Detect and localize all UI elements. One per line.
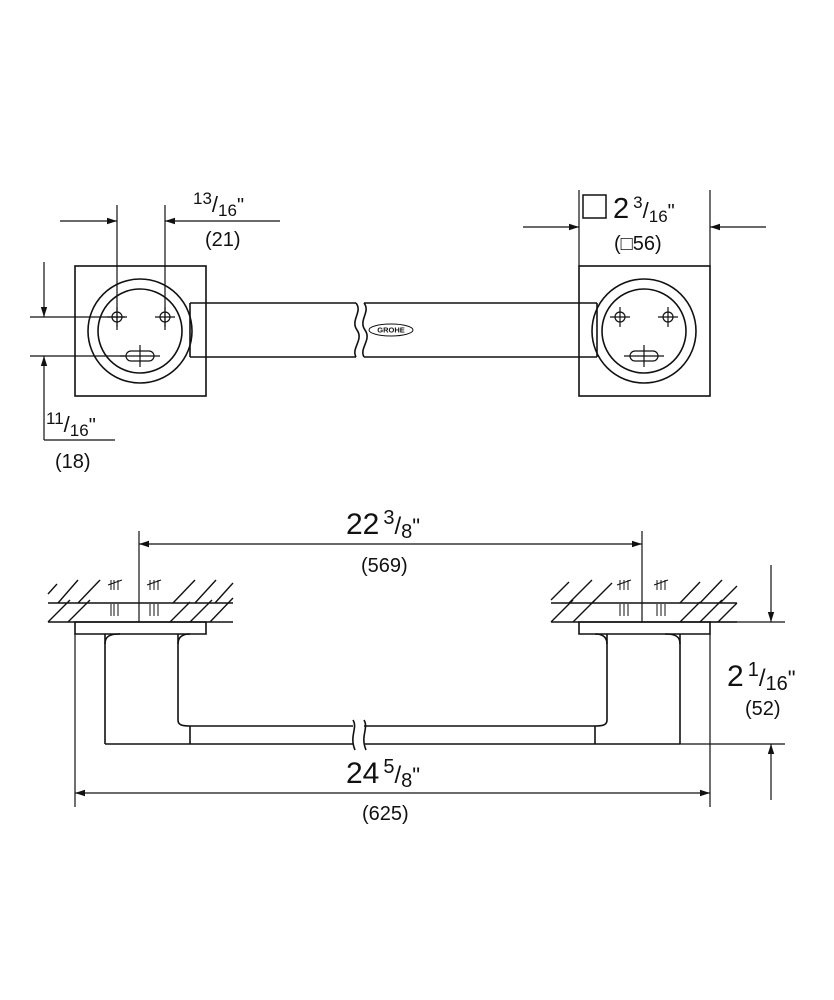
hole-offset-metric: (18) xyxy=(55,451,91,473)
left-base-square xyxy=(74,265,207,397)
grab-bar-side xyxy=(74,621,711,751)
left-rosette-outer xyxy=(87,278,193,384)
hole-offset-dimension xyxy=(30,262,125,441)
centers-dimension xyxy=(138,531,643,622)
left-wall xyxy=(47,579,234,623)
hole-spacing-metric: (21) xyxy=(205,229,241,251)
overall-dimension xyxy=(74,634,711,807)
top-view xyxy=(74,265,711,397)
svg-text:23/16": 23/16" xyxy=(613,193,675,226)
left-rosette-inner xyxy=(97,288,183,374)
right-rosette-outer xyxy=(591,278,697,384)
right-base-square xyxy=(578,265,711,397)
hole-spacing-label: 13/16" xyxy=(193,189,244,220)
projection-metric: (52) xyxy=(745,698,781,720)
projection-dimension xyxy=(680,565,785,800)
brand-logo-text: GROHE xyxy=(377,326,405,335)
right-rosette-inner xyxy=(601,288,687,374)
base-size-dimension xyxy=(523,190,766,266)
centers-metric: (569) xyxy=(361,555,408,577)
right-mount-holes xyxy=(610,307,678,367)
right-wall xyxy=(550,579,738,623)
base-size-metric: (□56) xyxy=(614,233,662,255)
overall-metric: (625) xyxy=(362,803,409,825)
hole-spacing-dimension xyxy=(60,205,280,330)
brand-logo: GROHE xyxy=(368,323,414,337)
grab-bar-top xyxy=(189,302,598,358)
hole-offset-label: 11/16" xyxy=(46,409,96,440)
